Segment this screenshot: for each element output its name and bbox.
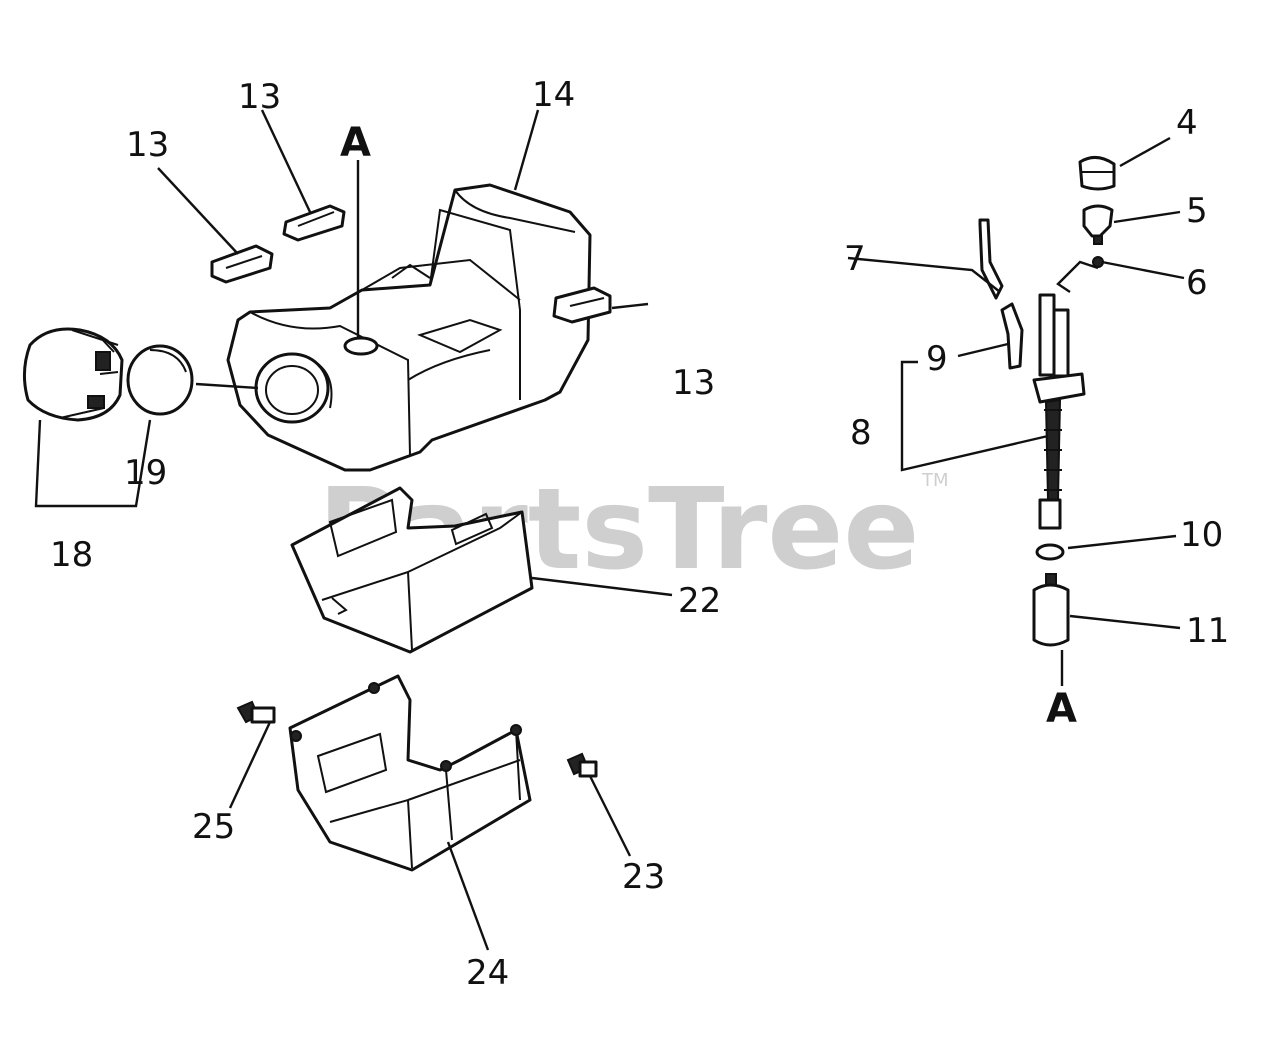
part-23-bolt[interactable]	[566, 752, 598, 778]
callout-11: 11	[1186, 611, 1229, 651]
callout-a-top: A	[340, 120, 371, 166]
callout-14: 14	[532, 75, 575, 115]
part-13-mount-left[interactable]	[210, 244, 274, 284]
callout-5: 5	[1186, 191, 1208, 231]
callout-13: 13	[238, 77, 281, 117]
part-24-outer-shield[interactable]	[288, 674, 532, 872]
callout-22: 22	[678, 581, 721, 621]
callout-24: 24	[466, 953, 509, 993]
callout-23: 23	[622, 857, 665, 897]
part-10-ring[interactable]	[1035, 543, 1065, 561]
part-11-fuel-filter[interactable]	[1032, 573, 1070, 647]
part-25-bolt[interactable]	[236, 700, 276, 724]
callout-25: 25	[192, 807, 235, 847]
part-19-gasket[interactable]	[126, 344, 194, 416]
leader-lines	[34, 109, 1185, 951]
callout-13: 13	[672, 363, 715, 403]
part-13-mount-right[interactable]	[552, 286, 612, 324]
part-18-fuel-cap[interactable]	[23, 327, 124, 422]
callout-18: 18	[50, 535, 93, 575]
part-22-shield[interactable]	[290, 486, 534, 654]
callout-19: 19	[124, 453, 167, 493]
callout-4: 4	[1176, 103, 1198, 143]
callout-a-bottom: A	[1046, 686, 1077, 732]
callout-labels: 13 13 13 14 A 19 18 22 25 23 24 4 5 6 7 …	[50, 75, 1229, 993]
watermark-trademark: TM	[921, 470, 949, 491]
part-13-mount-middle[interactable]	[282, 204, 346, 242]
callout-13: 13	[126, 125, 169, 165]
part-5-plug[interactable]	[1082, 204, 1114, 245]
callout-10: 10	[1180, 515, 1223, 555]
callout-8: 8	[850, 413, 872, 453]
part-8-fuel-line-assembly[interactable]	[1032, 293, 1086, 530]
part-14-fuel-tank[interactable]	[226, 183, 592, 472]
part-6-washer[interactable]	[1092, 256, 1104, 268]
callout-6: 6	[1186, 263, 1208, 303]
callout-7: 7	[844, 239, 866, 279]
part-4-cap[interactable]	[1078, 156, 1116, 191]
callout-9: 9	[926, 339, 948, 379]
part-9-hose[interactable]	[1000, 302, 1024, 370]
